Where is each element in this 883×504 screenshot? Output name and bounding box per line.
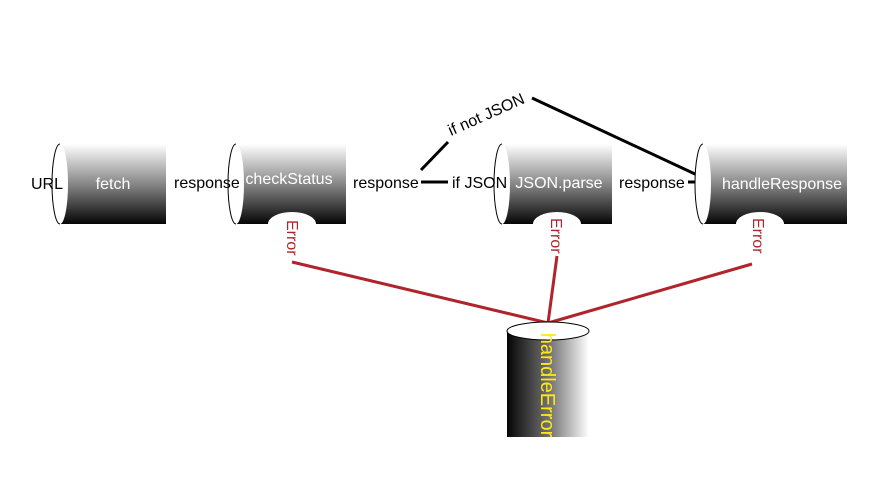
error-edges [291, 255, 753, 325]
error-label-check-status: Error [283, 220, 300, 256]
cylinder-bottom [507, 437, 589, 443]
cylinder-cap-edge [694, 143, 704, 225]
cylinder-cap [52, 144, 68, 224]
cylinder-cap-edge [227, 143, 237, 225]
cylinder-cap [228, 144, 244, 224]
cylinder-cap-edge [493, 143, 503, 225]
cylinder-cap-edge [51, 143, 61, 225]
error-edge-handle-response [547, 262, 753, 325]
cylinder-body [507, 331, 589, 437]
node-json-parse-label: JSON.parse [515, 175, 602, 192]
node-handle-error-label: handleError [536, 333, 558, 438]
cylinder-cap [494, 144, 510, 224]
node-json-parse: JSON.parse [493, 143, 612, 236]
error-edge-check-status [291, 260, 549, 325]
cylinder-body [236, 144, 346, 224]
edge-label-url: URL [31, 176, 63, 193]
cylinder-cap [506, 321, 590, 341]
node-check-status-label: checkStatus [245, 171, 332, 188]
edge-label-response-2: response [353, 175, 419, 192]
error-label-handle-response: Error [749, 218, 766, 254]
edge-label-if-not-json: if not JSON [446, 91, 528, 140]
error-label-json-parse: Error [547, 218, 564, 254]
cylinder-body [60, 144, 166, 224]
error-port [736, 212, 784, 236]
edge-label-response-1: response [174, 175, 240, 192]
error-edge-json-parse [546, 255, 559, 324]
node-handle-response: handleResponse [694, 143, 847, 236]
edge-if-not-json-1 [419, 140, 450, 172]
cylinder-body [502, 144, 612, 224]
node-fetch-label: fetch [96, 176, 131, 193]
error-port [533, 212, 581, 236]
cylinder-cap [695, 144, 711, 224]
node-handle-error: handleError [506, 321, 590, 443]
edge-label-response-3: response [619, 175, 685, 192]
node-handle-response-label: handleResponse [722, 176, 842, 193]
node-fetch: fetch [51, 143, 166, 225]
edge-if-not-json-2 [531, 96, 711, 183]
error-port [268, 212, 316, 236]
edge-label-if-json: if JSON [452, 175, 507, 192]
cylinder-body [703, 144, 847, 224]
node-check-status: checkStatus [227, 143, 346, 236]
